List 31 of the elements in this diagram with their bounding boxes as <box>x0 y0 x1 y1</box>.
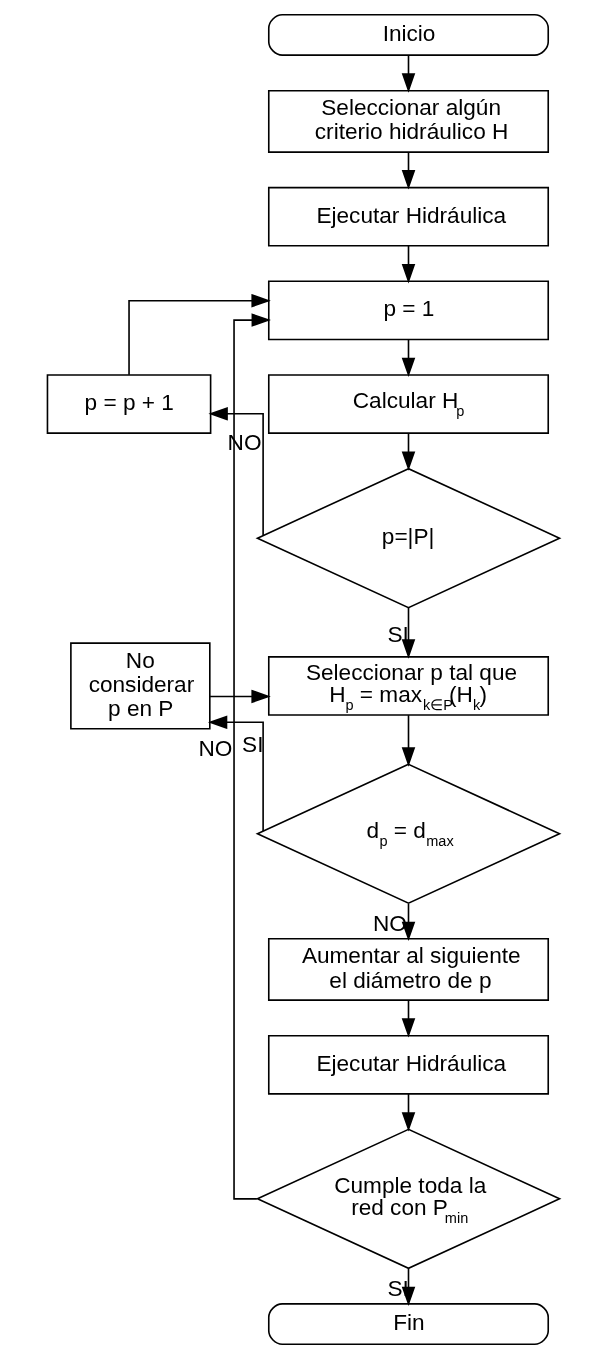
arrow <box>232 313 271 1200</box>
node-box: p = 1 <box>267 280 549 341</box>
arrow <box>401 714 415 767</box>
node-box: Aumentar al siguiente el diámetro de p <box>267 937 549 1001</box>
edge-label: NO <box>198 735 232 761</box>
arrow <box>401 432 415 471</box>
arrow <box>401 999 415 1038</box>
arrow <box>207 406 264 536</box>
node-box: Inicio <box>267 13 549 56</box>
node-box: p = p + 1 <box>46 374 211 434</box>
arrow <box>127 293 271 376</box>
node-box: Calcular H$_{p}$ <box>267 374 549 434</box>
arrow <box>401 245 415 284</box>
arrow <box>401 151 415 190</box>
node-box: Ejecutar Hidráulica <box>267 186 549 247</box>
edge-label: SI <box>241 732 263 758</box>
arrow <box>401 338 415 378</box>
arrow <box>401 606 415 659</box>
node-box: Seleccionar algún criterio hidráulico H <box>267 89 549 153</box>
node-box: Seleccionar p tal que H$_{p}$ = max$_{k∈P}$(H$_{k}$) <box>267 656 549 716</box>
node-box: No considerar p en P <box>69 642 211 730</box>
node-diamond: d$_{p}$ = d$_{max}$ <box>255 763 561 905</box>
edge-label: SI <box>387 621 409 647</box>
arrow <box>207 715 264 832</box>
node-box: Fin <box>267 1303 549 1346</box>
node-diamond: Cumple toda la red con P$_{min}$ <box>255 1128 561 1270</box>
arrow <box>208 689 271 704</box>
arrow <box>401 1093 415 1132</box>
node-diamond: p=|P| <box>255 467 561 609</box>
arrow <box>401 54 415 93</box>
node-box: Ejecutar Hidráulica <box>267 1034 549 1095</box>
